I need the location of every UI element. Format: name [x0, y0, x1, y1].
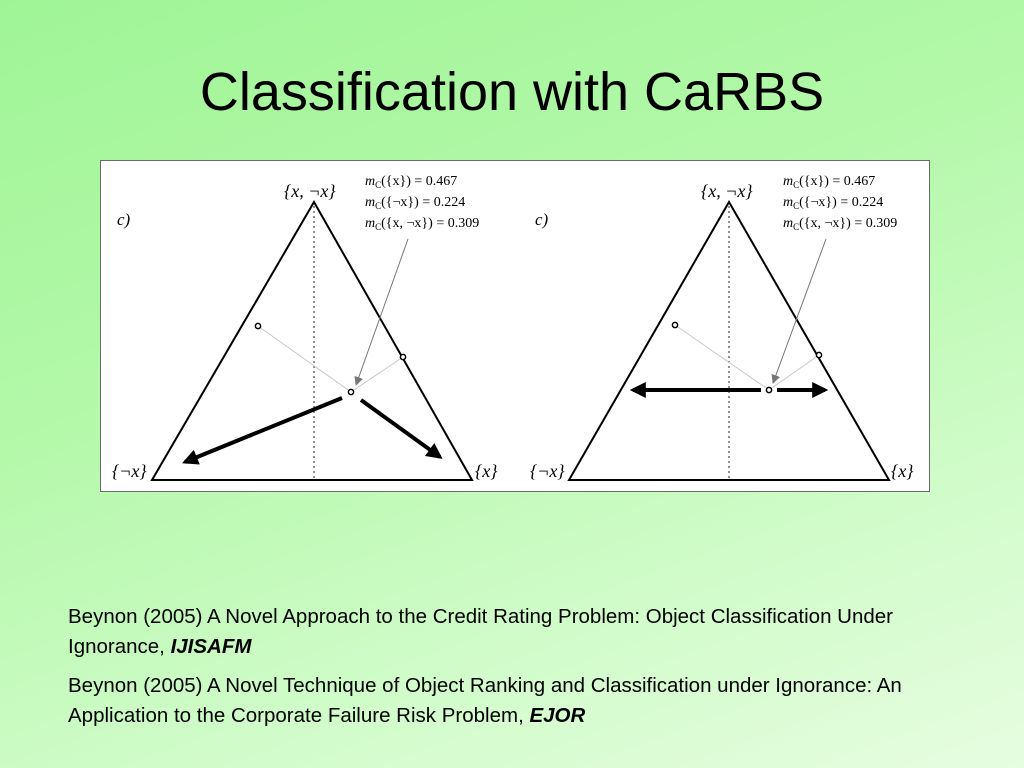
right-mass-line: mC({x}) = 0.467	[783, 174, 875, 190]
reference-journal: EJOR	[529, 704, 586, 727]
right-simplex-triangle	[567, 199, 891, 481]
slide-title: Classification with CaRBS	[199, 62, 825, 122]
left-mass-line: mC({x, ¬x}) = 0.309	[365, 216, 479, 232]
reference-text: Beynon (2005) A Novel Technique of Objec…	[68, 674, 902, 727]
left-projection-line	[257, 325, 352, 393]
right-projection-line	[768, 354, 820, 391]
left-mass-line: mC({¬x}) = 0.224	[365, 195, 465, 211]
right-side-point	[815, 351, 823, 359]
left-object-point	[347, 388, 355, 396]
reference-item: Beynon (2005) A Novel Approach to the Cr…	[68, 602, 968, 662]
left-mass-line: mC({x}) = 0.467	[365, 174, 457, 190]
left-vertex-left-label: {¬x}	[112, 461, 147, 481]
left-mass-values: mC({x}) = 0.467 mC({¬x}) = 0.224 mC({x, …	[365, 174, 479, 232]
left-panel: c) {x, ¬x} {¬x} {x} mC({x}) = 0.467 mC({…	[112, 174, 498, 481]
right-vertex-right-label: {x}	[891, 461, 914, 481]
right-side-point	[671, 321, 679, 329]
right-mass-values: mC({x}) = 0.467 mC({¬x}) = 0.224 mC({x, …	[783, 174, 897, 232]
left-arrow-to-x	[359, 398, 443, 459]
left-arrow-to-not-x	[182, 396, 343, 465]
left-panel-label: c)	[117, 210, 131, 229]
reference-journal: IJISAFM	[170, 635, 252, 658]
left-vertex-top-label: {x, ¬x}	[284, 181, 336, 201]
left-label-pointer	[354, 238, 409, 386]
left-side-point	[254, 322, 262, 330]
right-panel-label: c)	[535, 210, 549, 229]
left-vertex-right-label: {x}	[475, 461, 498, 481]
reference-item: Beynon (2005) A Novel Technique of Objec…	[68, 671, 968, 731]
right-vertex-left-label: {¬x}	[530, 461, 565, 481]
right-vertex-top-label: {x, ¬x}	[701, 181, 753, 201]
simplex-figure: c) {x, ¬x} {¬x} {x} mC({x}) = 0.467 mC({…	[100, 160, 930, 492]
right-mass-line: mC({¬x}) = 0.224	[783, 195, 883, 211]
left-projection-line	[350, 356, 404, 393]
right-projection-line	[674, 324, 770, 391]
right-label-pointer	[771, 238, 827, 384]
right-object-point	[765, 386, 773, 394]
left-side-point	[399, 353, 407, 361]
reference-text: Beynon (2005) A Novel Approach to the Cr…	[68, 605, 893, 658]
left-simplex-triangle	[150, 199, 474, 481]
right-mass-line: mC({x, ¬x}) = 0.309	[783, 216, 897, 232]
right-panel: c) {x, ¬x} {¬x} {x} mC({x}) = 0.467 mC({…	[530, 174, 914, 481]
simplex-diagram: c) {x, ¬x} {¬x} {x} mC({x}) = 0.467 mC({…	[112, 174, 914, 481]
references-list: Beynon (2005) A Novel Approach to the Cr…	[68, 602, 968, 740]
